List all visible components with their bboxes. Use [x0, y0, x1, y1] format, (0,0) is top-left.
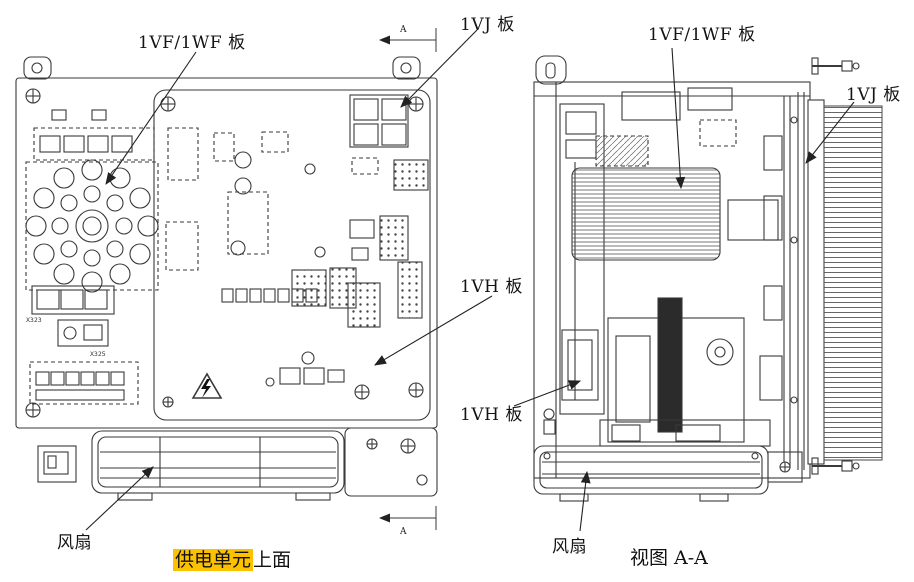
label-1vf1wf-board-right: 1VF/1WF 板: [648, 25, 756, 45]
leader-1vf1wf-right: [671, 47, 686, 190]
connector-label-x325: X325: [90, 350, 106, 358]
leader-1vj-right: [805, 101, 855, 164]
caption-power-unit-top: 供电单元上面: [173, 545, 291, 572]
fan-assembly-left: [37, 427, 438, 501]
label-1vj-board-right: 1VJ 板: [846, 85, 901, 105]
leader-1vj-left: [400, 29, 478, 108]
pcb-right-connectors: [347, 94, 429, 328]
section-marker-a-bottom: A: [399, 527, 407, 537]
leader-1vh-left: [374, 295, 493, 366]
mounting-bolt-top: [811, 57, 860, 75]
side-view-drawing: [533, 55, 883, 502]
label-1vh-board-right: 1VH 板: [460, 405, 523, 425]
left-connector-blocks: [29, 285, 139, 405]
leader-fan-right: [579, 470, 591, 532]
leader-fan-left: [85, 466, 154, 531]
left-internal-board: [543, 103, 605, 435]
caption-power-unit-highlight: 供电单元: [173, 549, 254, 571]
leader-1vf1wf-left: [105, 51, 197, 185]
section-markers: A A: [379, 25, 437, 537]
label-fan-right: 风扇: [552, 537, 587, 557]
warning-triangle-icon: [191, 372, 223, 399]
caption-view-a-a: 视图 A-A: [630, 547, 708, 569]
mounting-bolt-bottom: [811, 457, 860, 475]
enclosure-outline: [15, 56, 438, 429]
transformer-coil: [571, 87, 779, 261]
fan-assembly-right: [533, 445, 803, 502]
label-fan-left: 风扇: [57, 533, 92, 553]
lower-internal-assembly: [599, 297, 771, 447]
label-1vh-board-left: 1VH 板: [460, 277, 523, 297]
section-marker-a-top: A: [399, 25, 407, 35]
heatsink-fins: [807, 99, 883, 465]
label-1vf1wf-board-left: 1VF/1WF 板: [138, 33, 246, 53]
leader-lines: [85, 29, 855, 532]
connector-label-x323: X323: [26, 316, 42, 324]
top-view-drawing: X323 X325: [15, 56, 438, 501]
leader-1vh-right: [513, 380, 582, 407]
label-1vj-board-left: 1VJ 板: [460, 15, 515, 35]
vertical-boards-right: [759, 92, 805, 470]
capacitor-bank: [25, 159, 159, 293]
component-row-top-left: [33, 109, 155, 161]
caption-power-unit-rest: 上面: [253, 549, 292, 571]
